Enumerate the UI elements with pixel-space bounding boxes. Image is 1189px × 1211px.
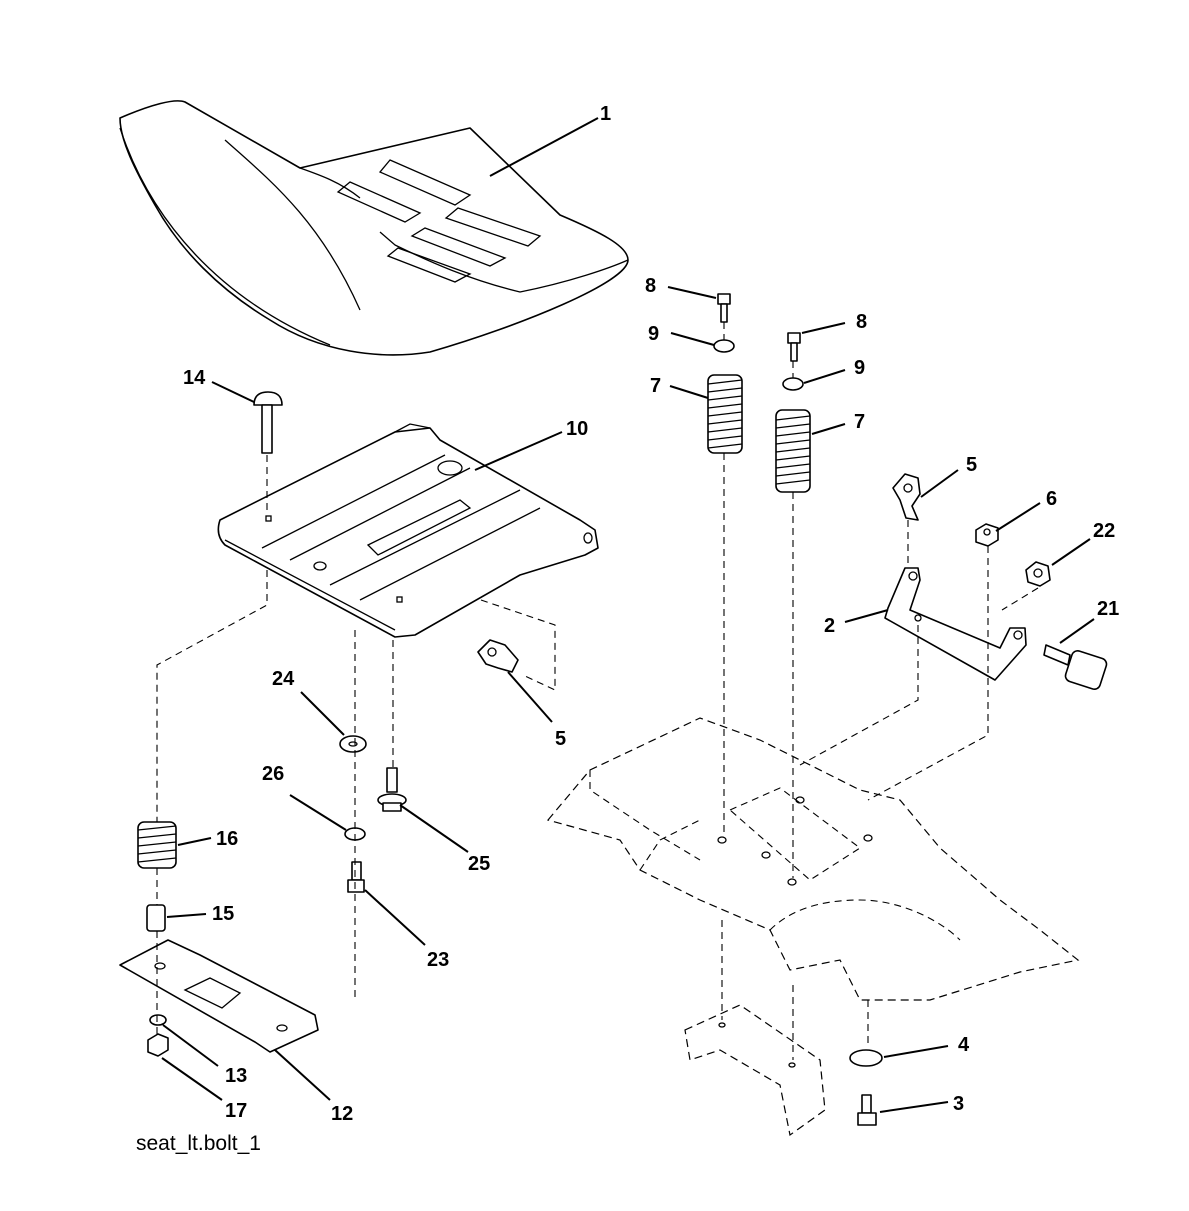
callout-labels: 1 2 3 4 5 5 6 7 7 8 8 9 9 10 12 13 14 15… xyxy=(183,103,1119,1125)
spring-right xyxy=(775,409,811,493)
callout-21: 21 xyxy=(1097,598,1119,620)
callout-2: 2 xyxy=(824,615,835,637)
callout-17: 17 xyxy=(225,1100,247,1122)
lower-bracket xyxy=(684,1004,826,1137)
washer-24-hole xyxy=(348,741,358,747)
bolt-8-right xyxy=(787,332,801,362)
callout-22: 22 xyxy=(1093,520,1115,542)
bolt-3 xyxy=(857,1094,877,1126)
seat-pan xyxy=(217,423,599,638)
callout-9-left: 9 xyxy=(648,323,659,345)
callout-6: 6 xyxy=(1046,488,1057,510)
callout-16: 16 xyxy=(216,828,238,850)
seat xyxy=(119,100,629,356)
nut-6 xyxy=(975,523,999,547)
washer-24 xyxy=(339,735,367,753)
washer-4 xyxy=(849,1049,883,1067)
spacer-15 xyxy=(146,904,166,932)
plate-12 xyxy=(119,939,319,1053)
carriage-bolt-14 xyxy=(253,391,283,454)
callout-12: 12 xyxy=(331,1103,353,1125)
spring-small xyxy=(137,821,177,869)
callout-4: 4 xyxy=(958,1034,970,1056)
callout-3: 3 xyxy=(953,1093,964,1115)
nut-17 xyxy=(147,1033,169,1057)
clip-5-right xyxy=(892,473,921,521)
callout-15: 15 xyxy=(212,903,234,925)
clip-5-left xyxy=(477,639,519,673)
callout-8-right: 8 xyxy=(856,311,867,333)
callout-14: 14 xyxy=(183,367,206,389)
callout-13: 13 xyxy=(225,1065,247,1087)
callout-23: 23 xyxy=(427,949,449,971)
knob-21 xyxy=(1043,644,1108,691)
bolt-8-left xyxy=(717,293,731,323)
washer-9-left xyxy=(713,339,735,353)
bolt-23 xyxy=(347,861,365,893)
callout-10: 10 xyxy=(566,418,588,440)
bolt-25 xyxy=(377,767,407,812)
callout-24: 24 xyxy=(272,668,295,690)
callout-7-left: 7 xyxy=(650,375,661,397)
callout-9-right: 9 xyxy=(854,357,865,379)
fender xyxy=(546,717,1080,1001)
callout-5-right: 5 xyxy=(966,454,977,476)
callout-5-left: 5 xyxy=(555,728,566,750)
callout-1: 1 xyxy=(600,103,611,125)
callout-8-left: 8 xyxy=(645,275,656,297)
callout-25: 25 xyxy=(468,853,490,875)
nut-22 xyxy=(1025,561,1051,587)
washer-9-right xyxy=(782,377,804,391)
assembly-lines xyxy=(156,322,1039,1060)
leader-lines xyxy=(161,117,1095,1113)
callout-26: 26 xyxy=(262,763,284,785)
spring-left xyxy=(707,374,743,454)
callout-7-right: 7 xyxy=(854,411,865,433)
seat-bracket xyxy=(884,567,1027,681)
washer-13 xyxy=(149,1014,167,1026)
figure-name: seat_lt.bolt_1 xyxy=(136,1132,261,1155)
